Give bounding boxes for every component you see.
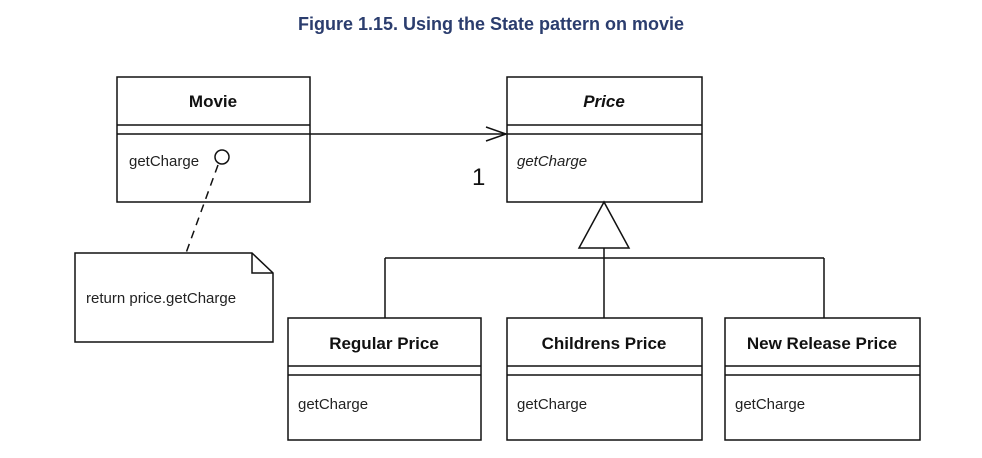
class-name-regular-price: Regular Price [329,334,439,353]
operation-regular-price-getcharge: getCharge [298,396,368,413]
operation-price-getcharge: getCharge [517,153,587,170]
class-new-release-price: New Release Price getCharge [724,317,921,441]
generalization [384,200,825,318]
class-price: Price getCharge [506,76,703,203]
class-name-childrens-price: Childrens Price [542,334,667,353]
operation-childrens-price-getcharge: getCharge [517,396,587,413]
inheritance-triangle [577,200,631,249]
operation-movie-getcharge: getCharge [129,153,199,170]
operation-new-release-price-getcharge: getCharge [735,396,805,413]
association-arrow [310,126,509,142]
class-name-new-release-price: New Release Price [747,334,897,353]
note: return price.getCharge [74,252,274,343]
class-regular-price: Regular Price getCharge [287,317,482,441]
note-connector [185,164,219,254]
class-name-movie: Movie [189,92,237,111]
association-multiplicity: 1 [472,164,485,191]
class-movie: Movie getCharge [116,76,311,203]
figure-caption: Figure 1.15. Using the State pattern on … [297,14,685,34]
note-text: return price.getCharge [86,290,236,307]
note-anchor-circle [214,149,230,165]
class-name-price: Price [583,92,625,111]
class-childrens-price: Childrens Price getCharge [506,317,703,441]
